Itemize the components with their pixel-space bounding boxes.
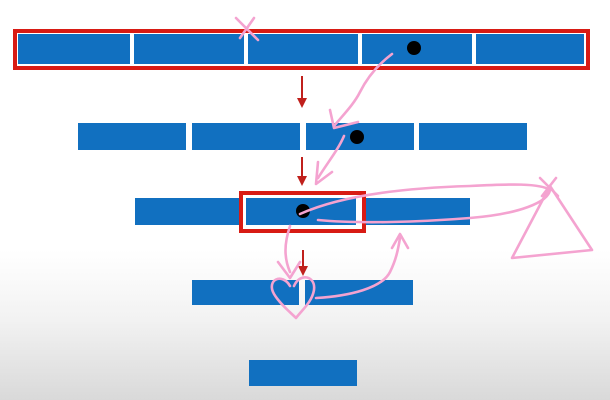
down-arrow-2 xyxy=(297,157,307,186)
annotation-arrowhead-2 xyxy=(314,160,334,186)
level-4-array xyxy=(192,280,413,305)
level-1-array xyxy=(13,29,590,70)
level-2-segment-4 xyxy=(419,123,527,150)
level-1-segment-3 xyxy=(248,34,358,64)
annotation-return-curve xyxy=(314,236,402,300)
annotation-arrowhead-down xyxy=(276,260,302,280)
annotation-loop-right xyxy=(298,183,552,224)
annotation-curve-1 xyxy=(332,52,394,128)
level-1-segment-5 xyxy=(476,34,584,64)
down-arrow-3 xyxy=(298,250,308,276)
level-2-array xyxy=(78,123,527,150)
level-2-segment-2 xyxy=(192,123,300,150)
level-2-pointer-dot xyxy=(350,130,364,144)
annotation-curve-down xyxy=(284,224,292,274)
level-3-segment-1 xyxy=(135,198,242,225)
annotation-x-mark-right xyxy=(538,176,560,198)
level-1-segment-2 xyxy=(134,34,244,64)
level-1-pointer-dot xyxy=(407,41,421,55)
annotation-triangle xyxy=(510,184,594,260)
level-5-array xyxy=(249,360,357,386)
annotation-heart xyxy=(270,276,316,320)
level-3-highlight-frame xyxy=(239,191,366,233)
annotation-arrowhead-1 xyxy=(328,108,360,130)
pink-annotations xyxy=(234,16,594,320)
annotation-x-mark-top xyxy=(234,16,260,42)
annotation-curve-2 xyxy=(316,134,346,180)
level-1-highlight-frame xyxy=(13,29,590,70)
level-1-segment-1 xyxy=(18,34,130,64)
annotation-arrowhead-return xyxy=(390,232,410,250)
level-5-segment-1 xyxy=(249,360,357,386)
level-4-segment-1 xyxy=(192,280,299,305)
level-2-segment-1 xyxy=(78,123,186,150)
down-arrow-1 xyxy=(297,76,307,108)
